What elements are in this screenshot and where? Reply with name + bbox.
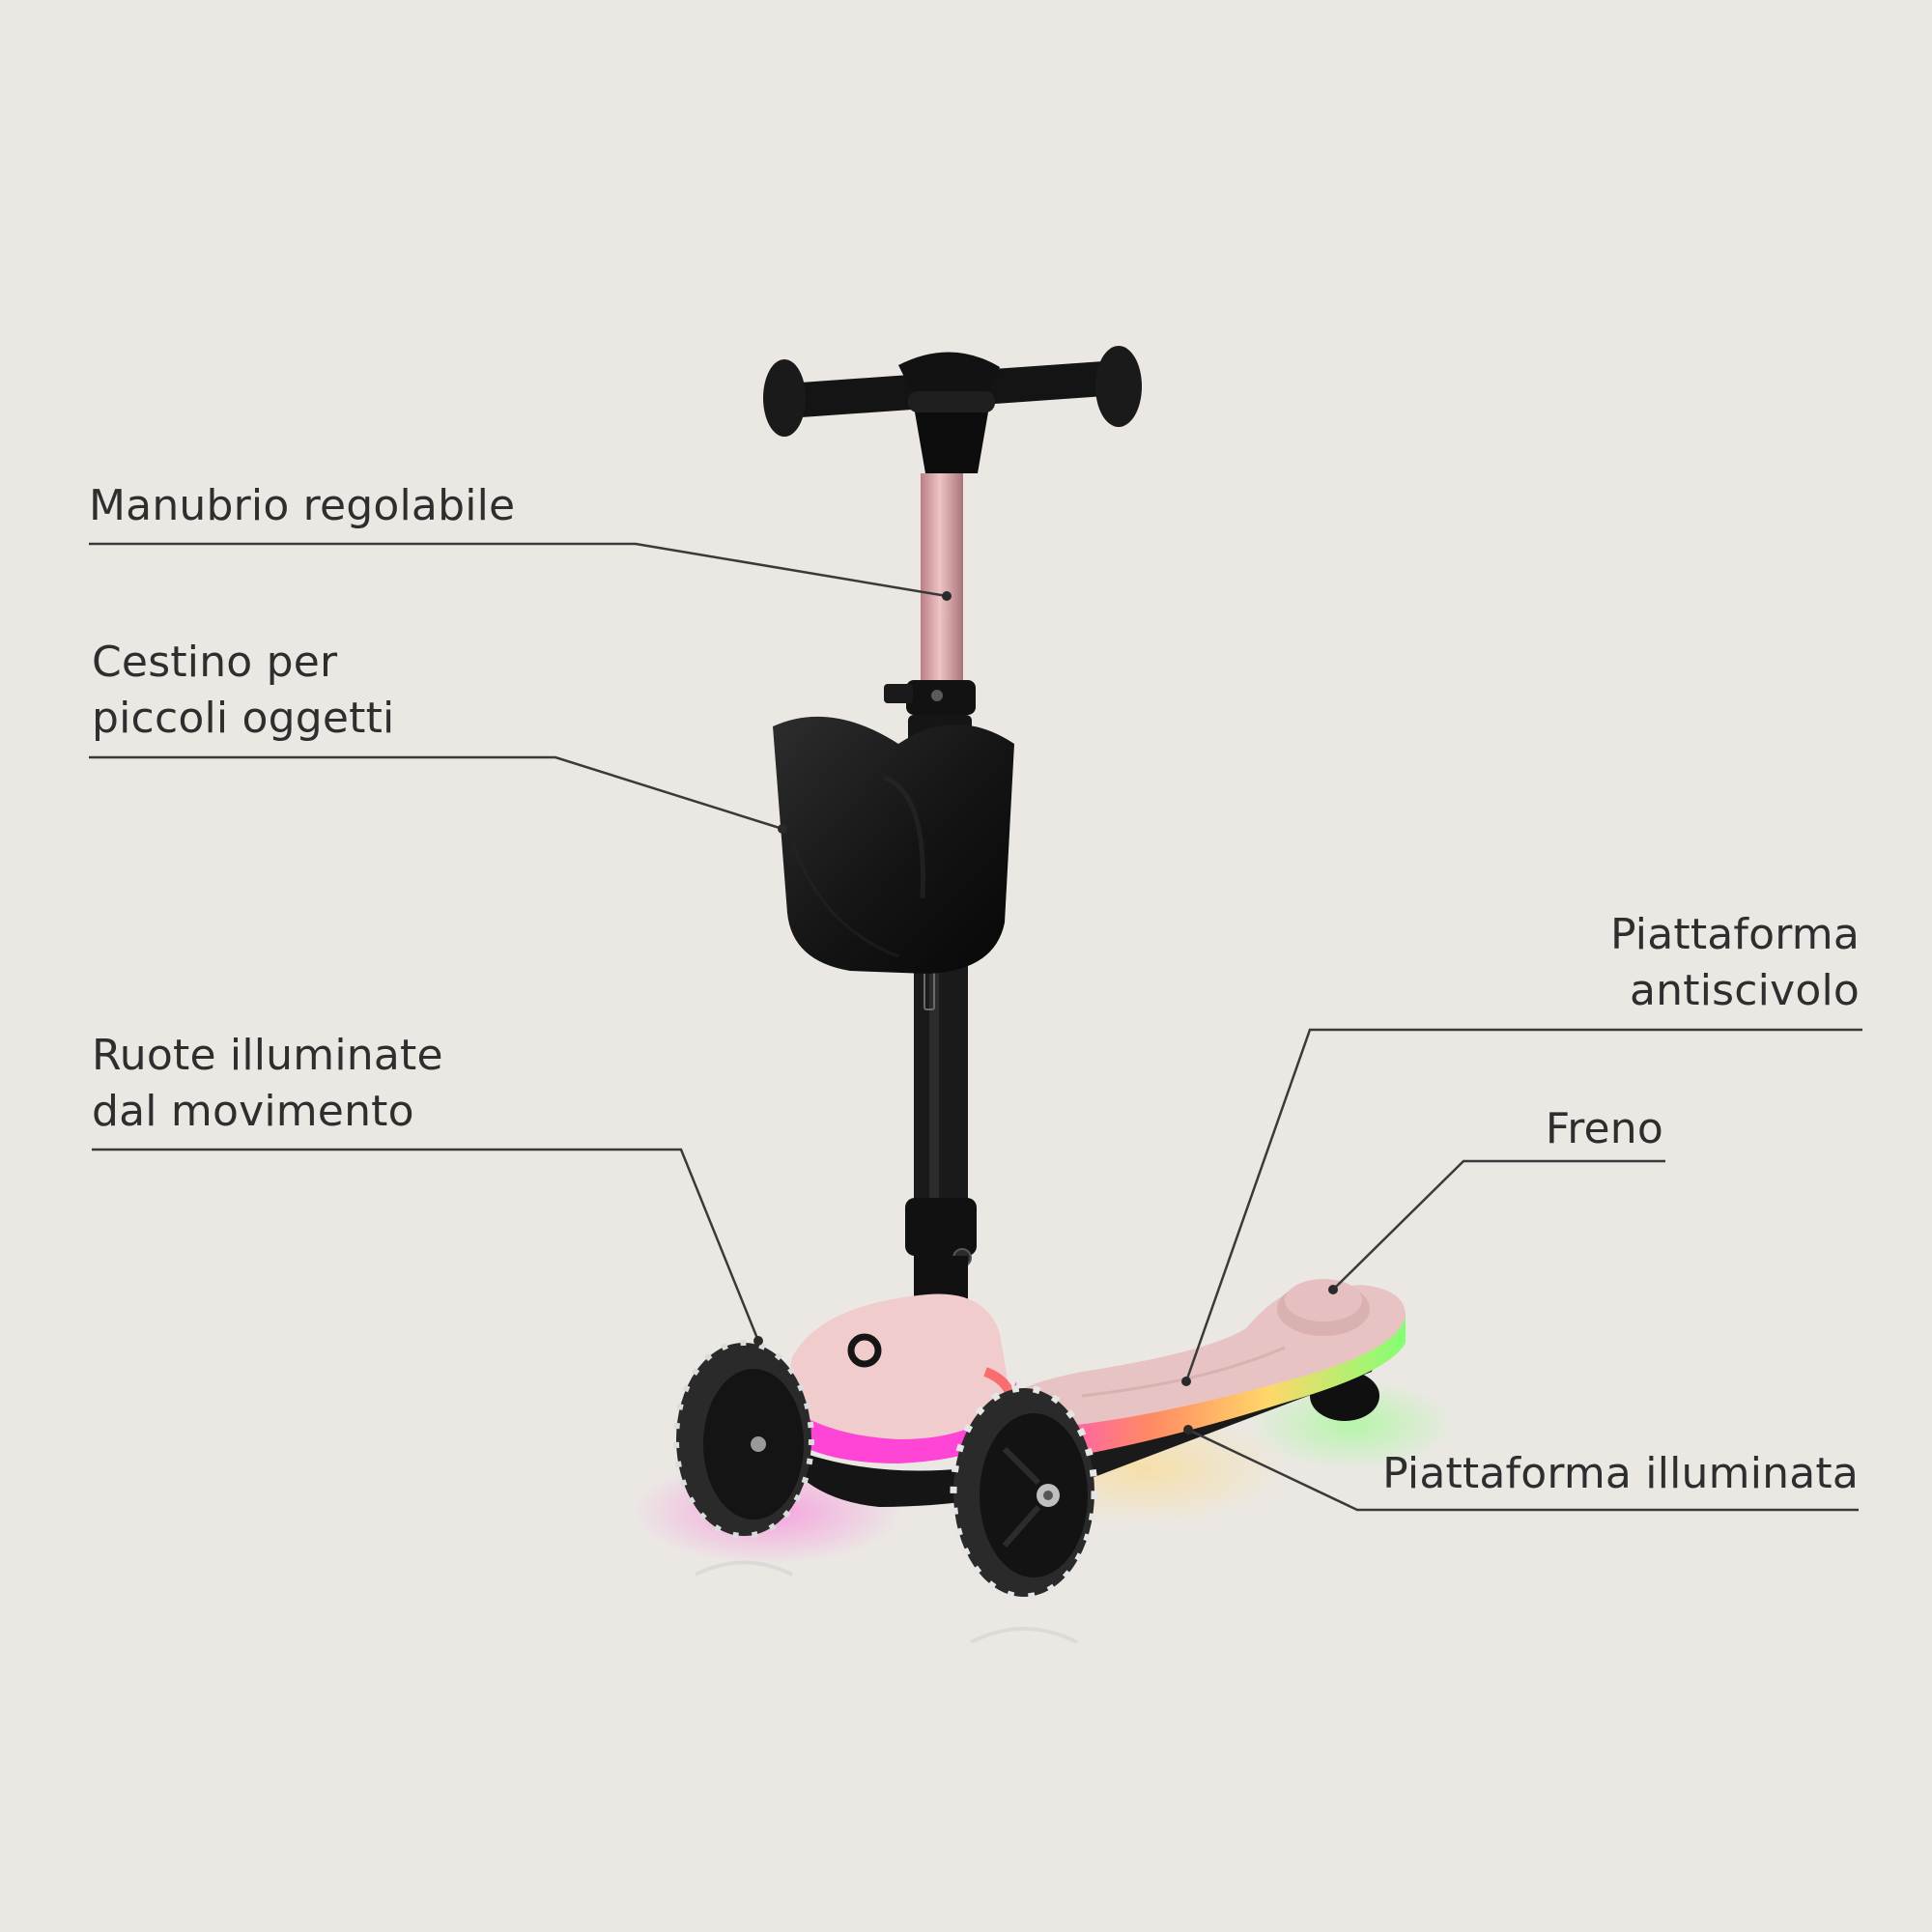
leader-handlebar bbox=[89, 542, 948, 598]
label-handlebar: Manubrio regolabile bbox=[89, 478, 515, 534]
deck-light-strip bbox=[1014, 1314, 1406, 1463]
leader-deck bbox=[1184, 1028, 1862, 1382]
label-basket: Cestino per piccoli oggetti bbox=[92, 635, 394, 747]
leader-lit-deck bbox=[1187, 1428, 1859, 1512]
right-front-wheel bbox=[950, 1384, 1098, 1601]
label-basket-line-2: piccoli oggetti bbox=[92, 694, 395, 743]
label-handlebar-line-1: Manubrio regolabile bbox=[89, 481, 516, 530]
leader-wheels bbox=[92, 1148, 760, 1342]
handlebar-stem-pink bbox=[921, 473, 963, 686]
label-wheels-line-1: Ruote illuminate bbox=[92, 1031, 443, 1080]
left-front-wheel bbox=[673, 1340, 814, 1539]
front-body bbox=[787, 1293, 1009, 1454]
leader-brake bbox=[1332, 1159, 1665, 1291]
basket bbox=[773, 716, 1014, 974]
label-brake: Freno bbox=[1546, 1101, 1663, 1157]
front-body-light bbox=[763, 1381, 1019, 1463]
handlebar bbox=[763, 346, 1142, 473]
label-deck: Piattaforma antiscivolo bbox=[1610, 907, 1860, 1019]
label-lit-deck: Piattaforma illuminata bbox=[1382, 1446, 1859, 1502]
fold-joint bbox=[905, 1198, 977, 1304]
label-wheels: Ruote illuminate dal movimento bbox=[92, 1028, 443, 1140]
label-basket-line-1: Cestino per bbox=[92, 638, 338, 687]
body-logo bbox=[847, 1333, 882, 1368]
leader-basket bbox=[89, 755, 783, 831]
label-wheels-line-2: dal movimento bbox=[92, 1087, 414, 1136]
brake bbox=[1277, 1279, 1370, 1336]
floor-glow-green bbox=[1246, 1378, 1459, 1471]
label-lit-deck-line-1: Piattaforma illuminata bbox=[1382, 1449, 1859, 1498]
leader-dots bbox=[753, 591, 1338, 1435]
leader-lines bbox=[89, 542, 1862, 1512]
label-deck-line-2: antiscivolo bbox=[1630, 966, 1860, 1015]
label-brake-line-1: Freno bbox=[1545, 1104, 1663, 1153]
label-deck-line-1: Piattaforma bbox=[1610, 910, 1860, 959]
